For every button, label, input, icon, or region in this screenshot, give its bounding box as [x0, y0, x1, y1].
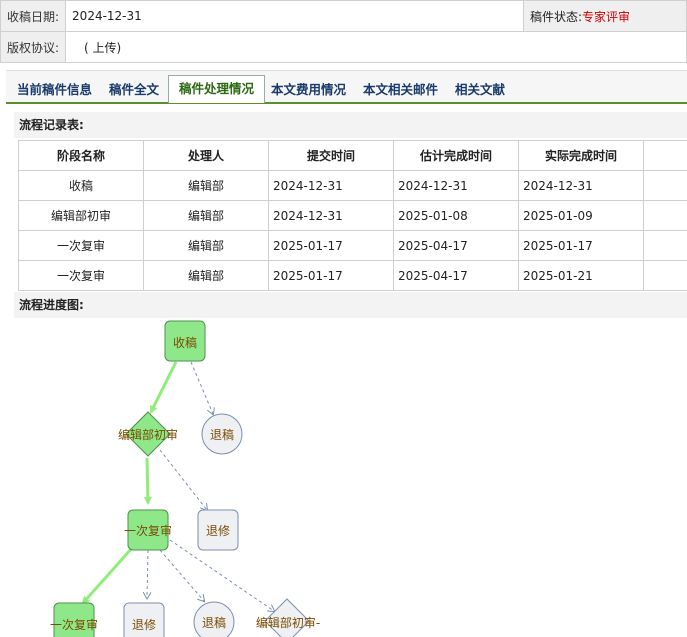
submit-time-cell: 2025-01-17	[268, 230, 394, 261]
submit-time-cell: 2024-12-31	[268, 200, 394, 231]
node-re-review-1-label: 一次复审	[124, 523, 172, 538]
node-receive[interactable]	[164, 320, 206, 362]
node-initial-review[interactable]	[125, 411, 171, 457]
node-reject-1-label: 退稿	[210, 427, 234, 442]
node-revise-2-label: 退修	[132, 617, 156, 632]
edge-re-review-to-reject	[159, 549, 204, 601]
table-row: 收稿 编辑部 2024-12-31 2024-12-31 2024-12-31	[18, 170, 687, 201]
estimated-finish-cell: 2025-04-17	[393, 260, 519, 291]
edge-re-review-to-initial-review	[169, 539, 274, 611]
process-log-title: 流程记录表:	[14, 112, 687, 138]
tab-related-references[interactable]: 相关文献	[455, 82, 506, 97]
status-value: 专家评审	[582, 9, 631, 24]
manuscript-info-table: 收稿日期: 2024-12-31 稿件状态:专家评审 版权协议: ( 上传)	[0, 0, 687, 63]
node-re-review-1[interactable]	[127, 509, 169, 551]
tab-processing-status[interactable]: 稿件处理情况	[168, 75, 266, 103]
edge-initial-review-to-re-review	[143, 457, 152, 505]
tab-related-emails[interactable]: 本文相关邮件	[363, 82, 439, 97]
col-handler: 处理人	[143, 140, 269, 171]
col-actual-finish: 实际完成时间	[518, 140, 644, 171]
handler-cell: 编辑部	[143, 230, 269, 261]
extra-cell	[643, 230, 687, 261]
estimated-finish-cell: 2024-12-31	[393, 170, 519, 201]
node-re-review-2-label: 一次复审	[50, 617, 98, 632]
col-stage-name: 阶段名称	[18, 140, 144, 171]
received-date-label: 收稿日期:	[0, 0, 67, 32]
process-log-header: 阶段名称 处理人 提交时间 估计完成时间 实际完成时间	[18, 140, 687, 171]
extra-cell	[643, 260, 687, 291]
node-initial-review-2[interactable]	[264, 598, 310, 637]
edge-re-review-to-revise	[147, 549, 148, 598]
copyright-label: 版权协议:	[0, 31, 67, 63]
edge-initial-review-to-revise	[159, 449, 207, 510]
copyright-upload-link[interactable]: ( 上传)	[84, 40, 122, 55]
handler-cell: 编辑部	[143, 200, 269, 231]
node-revise-1-label: 退修	[206, 523, 230, 538]
node-initial-review-2-label: 编辑部初审-	[256, 615, 320, 630]
table-row: 一次复审 编辑部 2025-01-17 2025-04-17 2025-01-1…	[18, 230, 687, 261]
handler-cell: 编辑部	[143, 260, 269, 291]
node-revise-1[interactable]	[197, 509, 239, 551]
process-log-table: 阶段名称 处理人 提交时间 估计完成时间 实际完成时间 收稿 编辑部 2024-…	[18, 140, 687, 291]
node-reject-1[interactable]	[201, 413, 243, 455]
node-re-review-2[interactable]	[53, 602, 95, 637]
handler-cell: 编辑部	[143, 170, 269, 201]
submit-time-cell: 2024-12-31	[268, 170, 394, 201]
estimated-finish-cell: 2025-01-08	[393, 200, 519, 231]
progress-chart-title: 流程进度图:	[14, 292, 687, 318]
edge-receive-to-initial-review	[149, 361, 178, 414]
actual-finish-cell: 2024-12-31	[518, 170, 644, 201]
table-row: 一次复审 编辑部 2025-01-17 2025-04-17 2025-01-2…	[18, 260, 687, 291]
copyright-value: ( 上传)	[65, 31, 687, 63]
tab-current-manuscript-info[interactable]: 当前稿件信息	[17, 82, 93, 97]
tab-bar: 当前稿件信息 稿件全文 稿件处理情况 本文费用情况 本文相关邮件 相关文献	[6, 70, 687, 104]
node-revise-2[interactable]	[123, 602, 165, 637]
tab-fee-status[interactable]: 本文费用情况	[271, 82, 347, 97]
node-reject-2[interactable]	[193, 601, 235, 637]
actual-finish-cell: 2025-01-09	[518, 200, 644, 231]
col-extra	[643, 140, 687, 171]
table-row: 编辑部初审 编辑部 2024-12-31 2025-01-08 2025-01-…	[18, 200, 687, 231]
node-reject-2-label: 退稿	[202, 615, 226, 630]
edge-re-review-to-re-review-2	[81, 547, 134, 605]
status-label: 稿件状态:	[530, 9, 583, 24]
node-receive-label: 收稿	[173, 335, 197, 350]
actual-finish-cell: 2025-01-21	[518, 260, 644, 291]
stage-name-cell: 一次复审	[18, 260, 144, 291]
node-initial-review-label: 编辑部初审	[118, 427, 178, 442]
edge-receive-to-reject	[190, 361, 213, 414]
tab-full-text[interactable]: 稿件全文	[109, 82, 160, 97]
submit-time-cell: 2025-01-17	[268, 260, 394, 291]
